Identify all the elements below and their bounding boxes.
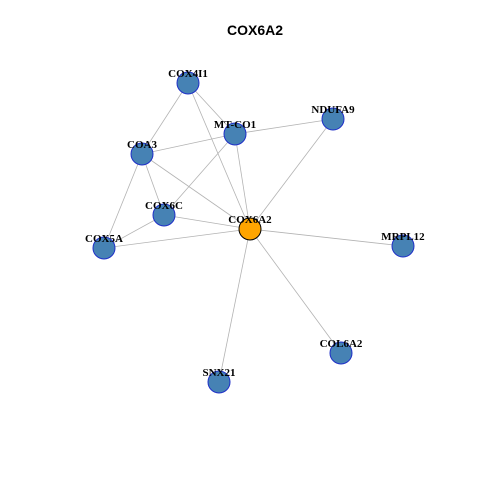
node-col6a2 [329,341,353,365]
node-mrpl12 [391,234,415,258]
node-label-cox5a: COX5A [85,233,123,245]
node-cox4i1 [176,71,200,95]
node-label-coa3: COA3 [127,139,157,151]
edge-ndufa9-cox6a2 [249,118,334,230]
node-label-mt-co1: MT-CO1 [214,119,256,131]
node-mt-co1 [223,122,247,146]
edge-mt-co1-ndufa9 [234,118,334,135]
node-label-ndufa9: NDUFA9 [311,104,355,116]
node-cox6c [152,203,176,227]
edge-mt-co1-cox6a2 [234,133,251,230]
diagram-title: COX6A2 [227,22,283,38]
edge-cox4i1-coa3 [141,82,189,155]
edge-cox6a2-col6a2 [249,228,342,354]
node-label-col6a2: COL6A2 [320,338,363,350]
node-label-snx21: SNX21 [202,367,235,379]
edge-mt-co1-cox6c [163,133,236,216]
edge-cox5a-cox6a2 [103,228,251,249]
node-label-cox6a2: COX6A2 [228,214,272,226]
node-label-cox6c: COX6C [145,200,183,212]
node-cox5a [92,236,116,260]
node-ndufa9 [321,107,345,131]
edge-cox6c-cox6a2 [163,214,251,230]
edge-coa3-cox6a2 [141,153,251,230]
node-snx21 [207,370,231,394]
node-label-mrpl12: MRPL12 [381,231,425,243]
node-label-cox4i1: COX4I1 [168,68,208,80]
edge-coa3-mt-co1 [141,133,236,155]
edge-cox6a2-mrpl12 [249,228,404,247]
node-coa3 [130,142,154,166]
edge-coa3-cox5a [103,153,143,249]
edge-cox4i1-cox6a2 [187,82,251,230]
edge-cox4i1-mt-co1 [187,82,236,135]
nodes-layer [92,71,415,394]
edge-cox6a2-snx21 [218,228,251,383]
node-cox6a2 [238,217,262,241]
